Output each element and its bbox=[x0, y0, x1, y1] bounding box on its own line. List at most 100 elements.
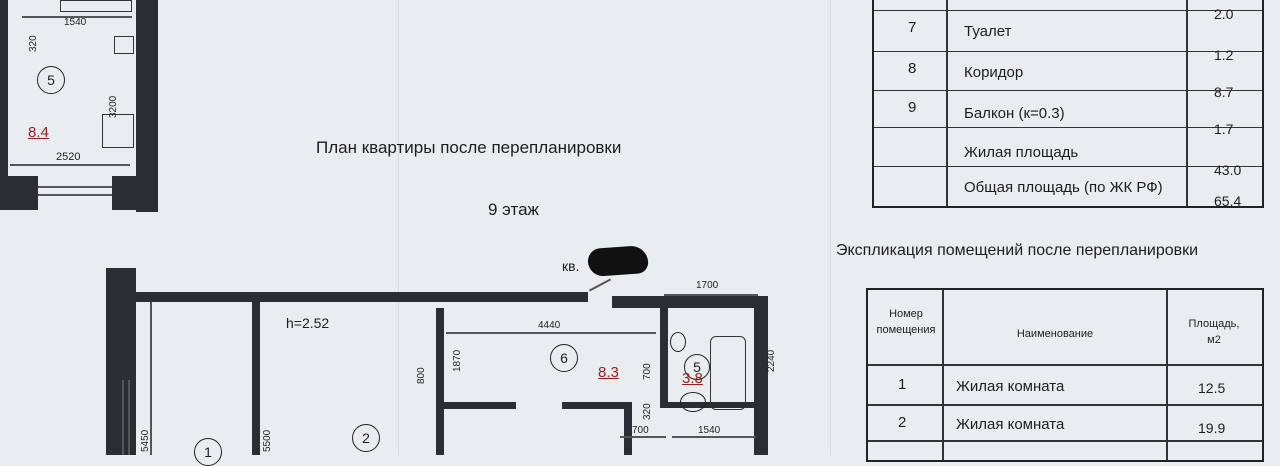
cell-number: 7 bbox=[908, 19, 917, 36]
room-number: 1 bbox=[204, 444, 212, 460]
header-number: Номер помещения bbox=[870, 306, 942, 338]
room-number-circle: 1 bbox=[194, 438, 222, 466]
dim-label: 320 bbox=[28, 35, 39, 52]
apartment-label: кв. bbox=[562, 258, 580, 274]
cell-name: Жилая комната bbox=[956, 416, 1065, 433]
cell-name: Общая площадь (по ЖК РФ) bbox=[964, 179, 1163, 196]
room-number-circle: 5 bbox=[37, 66, 65, 94]
dim-label: 1700 bbox=[696, 280, 719, 291]
partition bbox=[660, 308, 668, 408]
room-number-circle: 2 bbox=[352, 424, 380, 452]
room-number: 5 bbox=[47, 72, 55, 88]
cell-area: 8.7 bbox=[1214, 84, 1234, 100]
cell-number: 1 bbox=[898, 376, 907, 393]
dimension-line bbox=[664, 294, 758, 296]
dim-label: 1540 bbox=[64, 17, 87, 28]
table-column-divider bbox=[942, 290, 944, 460]
window-line bbox=[122, 380, 124, 455]
room-area: 3.8 bbox=[682, 370, 703, 387]
cell-area: 19.9 bbox=[1198, 420, 1226, 436]
wall bbox=[106, 292, 588, 302]
dim-label: 4440 bbox=[538, 320, 561, 331]
window-line bbox=[128, 380, 130, 455]
cell-number: 8 bbox=[908, 60, 917, 77]
partition bbox=[624, 402, 632, 455]
dim-label: 800 bbox=[416, 367, 427, 384]
dim-label: 1870 bbox=[452, 349, 463, 372]
window-line bbox=[38, 186, 112, 188]
partition bbox=[252, 302, 260, 455]
table-row-divider bbox=[868, 404, 1262, 406]
dim-label: 2240 bbox=[766, 349, 777, 372]
room-area: 8.4 bbox=[28, 124, 49, 141]
wall bbox=[136, 0, 158, 212]
dim-label: 320 bbox=[642, 403, 653, 420]
table-row: 8 Коридор 8.7 bbox=[874, 52, 1262, 100]
cell-name: Балкон (к=0.3) bbox=[964, 105, 1065, 122]
ceiling-height: h=2.52 bbox=[286, 315, 330, 331]
bathtub-icon bbox=[710, 336, 746, 410]
table-row: 2.0 bbox=[874, 0, 1262, 22]
partition bbox=[444, 402, 516, 409]
wall bbox=[612, 296, 768, 308]
wall bbox=[0, 0, 8, 178]
toilet-icon bbox=[670, 332, 686, 352]
table-column-divider bbox=[1166, 290, 1168, 460]
partition bbox=[150, 302, 152, 455]
header-text: Номер bbox=[889, 308, 923, 320]
explication-table: Номер помещения Наименование Площадь, м2… bbox=[866, 288, 1264, 462]
table-row-divider bbox=[868, 364, 1262, 366]
dim-label: 5450 bbox=[140, 429, 151, 452]
header-text: Площадь, bbox=[1188, 318, 1240, 330]
redaction-mark bbox=[587, 244, 649, 278]
table-column-divider bbox=[1186, 0, 1188, 206]
dim-label: 1540 bbox=[698, 425, 721, 436]
table-row: Общая площадь (по ЖК РФ) 65.4 bbox=[874, 167, 1262, 209]
cell-name: Коридор bbox=[964, 64, 1024, 81]
plan-title: План квартиры после перепланировки bbox=[316, 138, 622, 157]
cell-name: Туалет bbox=[964, 23, 1012, 40]
floor-label: 9 этаж bbox=[488, 200, 539, 219]
stove-icon bbox=[102, 114, 134, 148]
dimension-line bbox=[10, 164, 130, 166]
paper-fold bbox=[398, 0, 400, 455]
cell-area: 1.2 bbox=[1214, 47, 1234, 63]
partition bbox=[562, 402, 630, 409]
sink-icon bbox=[680, 392, 706, 412]
cell-area: 12.5 bbox=[1198, 380, 1226, 396]
room-number-circle: 6 bbox=[550, 344, 578, 372]
cell-area: 1.7 bbox=[1214, 121, 1234, 137]
window-line bbox=[38, 194, 112, 196]
dimension-line bbox=[672, 436, 756, 438]
dimension-line bbox=[446, 332, 656, 334]
dim-label: 5500 bbox=[262, 429, 273, 452]
cell-number: 2 bbox=[898, 414, 907, 431]
cell-number: 9 bbox=[908, 99, 917, 116]
door-swing bbox=[588, 278, 612, 292]
wall bbox=[112, 176, 158, 210]
header-name: Наименование bbox=[1016, 328, 1094, 340]
table-row-divider bbox=[868, 440, 1262, 442]
table-row: 9 Балкон (к=0.3) 1.7 bbox=[874, 91, 1262, 137]
dim-label: 700 bbox=[642, 363, 653, 380]
partition bbox=[436, 308, 444, 455]
room-number: 2 bbox=[362, 430, 370, 446]
explication-title: Экспликация помещений после перепланиров… bbox=[836, 242, 1199, 259]
dim-label: 2520 bbox=[56, 151, 81, 163]
table-column-divider bbox=[946, 0, 948, 206]
wall bbox=[0, 176, 38, 210]
cell-area: 2.0 bbox=[1214, 6, 1234, 22]
area-table-before: 2.0 7 Туалет 1.2 8 Коридор 8.7 9 Балкон … bbox=[872, 0, 1264, 209]
paper-fold bbox=[830, 0, 832, 455]
room-area: 8.3 bbox=[598, 364, 619, 381]
dimension-line bbox=[22, 16, 132, 18]
table-row: 7 Туалет 1.2 bbox=[874, 11, 1262, 63]
cell-name: Жилая комната bbox=[956, 378, 1065, 395]
dimension-line bbox=[620, 436, 666, 438]
table-row: Жилая площадь 43.0 bbox=[874, 128, 1262, 178]
room-number: 6 bbox=[560, 350, 568, 366]
header-area: Площадь, м2 bbox=[1168, 316, 1260, 348]
room-number-circle: 5 bbox=[684, 354, 710, 380]
bathtub-icon bbox=[60, 0, 132, 12]
